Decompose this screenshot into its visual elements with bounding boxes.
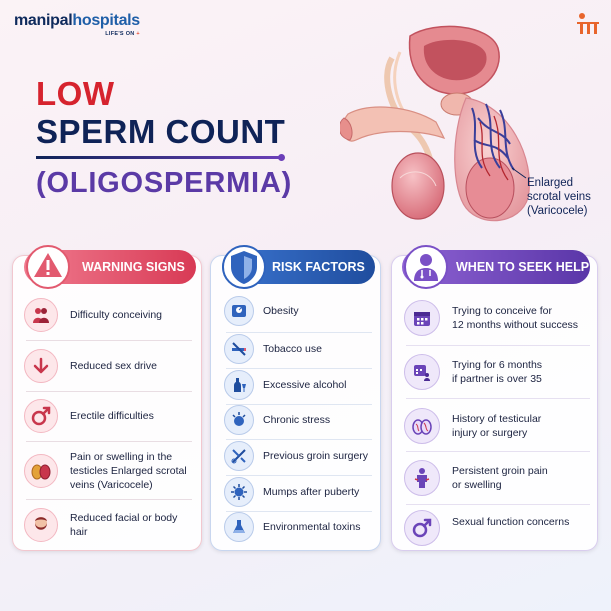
divider — [226, 475, 372, 476]
list-item: Environmental toxins — [224, 512, 376, 542]
divider — [226, 404, 372, 405]
seek-help-title: WHEN TO SEEK HELP — [456, 260, 590, 274]
testicles-outline-icon — [412, 419, 432, 435]
divider — [406, 345, 590, 346]
list-item: Pain or swelling in the testicles Enlarg… — [24, 450, 196, 492]
down-arrow-icon — [33, 357, 49, 374]
list-item: Excessive alcohol — [224, 370, 376, 400]
warning-item-text: Reduced facial or body hair — [70, 512, 178, 538]
brand-logo: manipalhospitals LIFE'S ON + — [14, 12, 140, 37]
brand-tagline: LIFE'S ON — [105, 31, 135, 37]
risk-item-text: Tobacco use — [263, 343, 322, 355]
alcohol-bottle-icon — [234, 378, 246, 392]
divider — [26, 391, 192, 392]
brand-name-part1: manipal — [14, 12, 73, 29]
list-item: History of testicular injury or surgery — [404, 408, 594, 444]
divider — [406, 504, 590, 505]
title-line-3: (OLIGOSPERMIA) — [36, 167, 293, 199]
title-line-2: SPERM COUNT — [36, 113, 286, 150]
virus-icon — [231, 484, 247, 500]
risk-item-text: Excessive alcohol — [263, 379, 347, 391]
divider — [226, 368, 372, 369]
divider — [226, 439, 372, 440]
list-item: Tobacco use — [224, 334, 376, 364]
no-smoking-icon — [232, 342, 246, 356]
couple-icon — [33, 308, 49, 323]
list-item: Chronic stress — [224, 405, 376, 435]
list-item: Sexual function concerns — [404, 510, 594, 546]
list-item: Previous groin surgery — [224, 441, 376, 471]
warning-item-text: Reduced sex drive — [70, 360, 157, 372]
risk-item-text: Previous groin surgery — [263, 450, 369, 462]
divider — [226, 511, 372, 512]
list-item: Persistent groin pain or swelling — [404, 460, 594, 496]
calendar-icon — [414, 312, 430, 326]
risk-item-text: Obesity — [263, 305, 299, 317]
list-item: Obesity — [224, 296, 376, 326]
seek-item-line-2: 12 months without success — [452, 319, 579, 331]
risk-item-text: Environmental toxins — [263, 521, 361, 533]
warning-triangle-icon — [26, 245, 70, 289]
stress-head-icon — [232, 412, 246, 426]
divider — [26, 441, 192, 442]
male-symbol-icon — [412, 518, 432, 538]
list-item: Difficulty conceiving — [24, 298, 196, 332]
brand-mark-icon — [577, 13, 599, 34]
anatomy-callout-line-3: (Varicocele) — [527, 205, 588, 217]
seek-item-line-1: Persistent groin pain — [452, 465, 548, 477]
male-reproductive-anatomy-illustration — [340, 25, 530, 222]
male-symbol-icon — [31, 406, 51, 426]
seek-item-line-2: if partner is over 35 — [452, 373, 542, 385]
seek-item-line-1: History of testicular — [452, 413, 542, 425]
list-item: Trying for 6 months if partner is over 3… — [404, 354, 594, 390]
divider — [26, 499, 192, 500]
warning-item-text: Pain or swelling in the testicles Enlarg… — [70, 451, 187, 491]
seek-item-line-1: Trying to conceive for — [452, 305, 552, 317]
list-item: Erectile difficulties — [24, 399, 196, 433]
bearded-face-icon — [35, 517, 47, 530]
warning-item-text: Erectile difficulties — [70, 410, 154, 422]
shield-icon — [222, 245, 266, 289]
brand-name-part2: hospitals — [72, 12, 140, 29]
warning-item-text: Difficulty conceiving — [70, 309, 163, 321]
flask-icon — [233, 520, 245, 533]
list-item: Reduced sex drive — [24, 349, 196, 383]
seek-item-line-2: injury or surgery — [452, 427, 528, 439]
seek-item-line-1: Trying for 6 months — [452, 359, 543, 371]
divider — [406, 451, 590, 452]
calendar-couple-icon — [414, 365, 430, 381]
testicles-icon — [31, 464, 51, 480]
anatomy-callout-line-2: scrotal veins — [527, 191, 591, 203]
divider — [406, 398, 590, 399]
anatomy-callout: Enlarged scrotal veins (Varicocele) — [527, 176, 591, 218]
list-item: Trying to conceive for 12 months without… — [404, 300, 594, 336]
seek-item-text: Sexual function concerns — [452, 516, 570, 528]
list-item: Reduced facial or body hair — [24, 508, 196, 542]
title-divider — [36, 154, 285, 161]
divider — [226, 332, 372, 333]
page-title: LOW SPERM COUNT (OLIGOSPERMIA) — [36, 76, 292, 201]
title-line-1: LOW — [36, 75, 115, 112]
divider — [26, 340, 192, 341]
scale-icon — [232, 305, 246, 317]
risk-item-text: Mumps after puberty — [263, 486, 360, 498]
doctor-icon — [404, 245, 448, 289]
list-item: Mumps after puberty — [224, 477, 376, 507]
seek-item-line-2: or swelling — [452, 479, 502, 491]
anatomy-callout-line-1: Enlarged — [527, 177, 574, 189]
man-pain-icon — [414, 468, 430, 488]
risk-item-text: Chronic stress — [263, 414, 331, 426]
risk-factors-title: RISK FACTORS — [272, 260, 365, 274]
surgery-tools-icon — [231, 449, 246, 464]
brand-tagline-mark: + — [136, 31, 140, 37]
warning-signs-title: WARNING SIGNS — [82, 260, 185, 274]
